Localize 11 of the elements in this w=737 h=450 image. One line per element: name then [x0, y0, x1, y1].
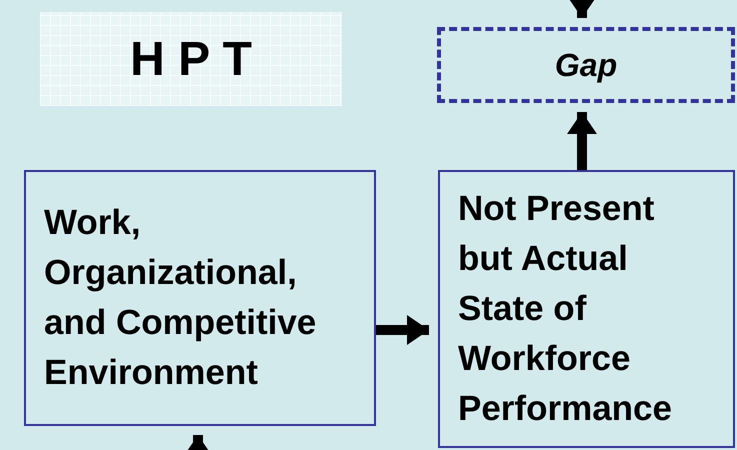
title-text: H P T [130, 32, 252, 86]
process-box [438, 170, 735, 448]
box-label: Not Present but Actual State of Workforce Performance [458, 188, 673, 430]
arrow [567, 0, 597, 18]
arrow [376, 315, 429, 345]
box-label: Gap [554, 46, 618, 84]
gap-box [437, 27, 735, 103]
box-label: Work, Organizational, and Competitive Environment [44, 202, 318, 394]
process-box [24, 170, 376, 426]
title-box [40, 12, 342, 106]
arrow [567, 112, 597, 170]
